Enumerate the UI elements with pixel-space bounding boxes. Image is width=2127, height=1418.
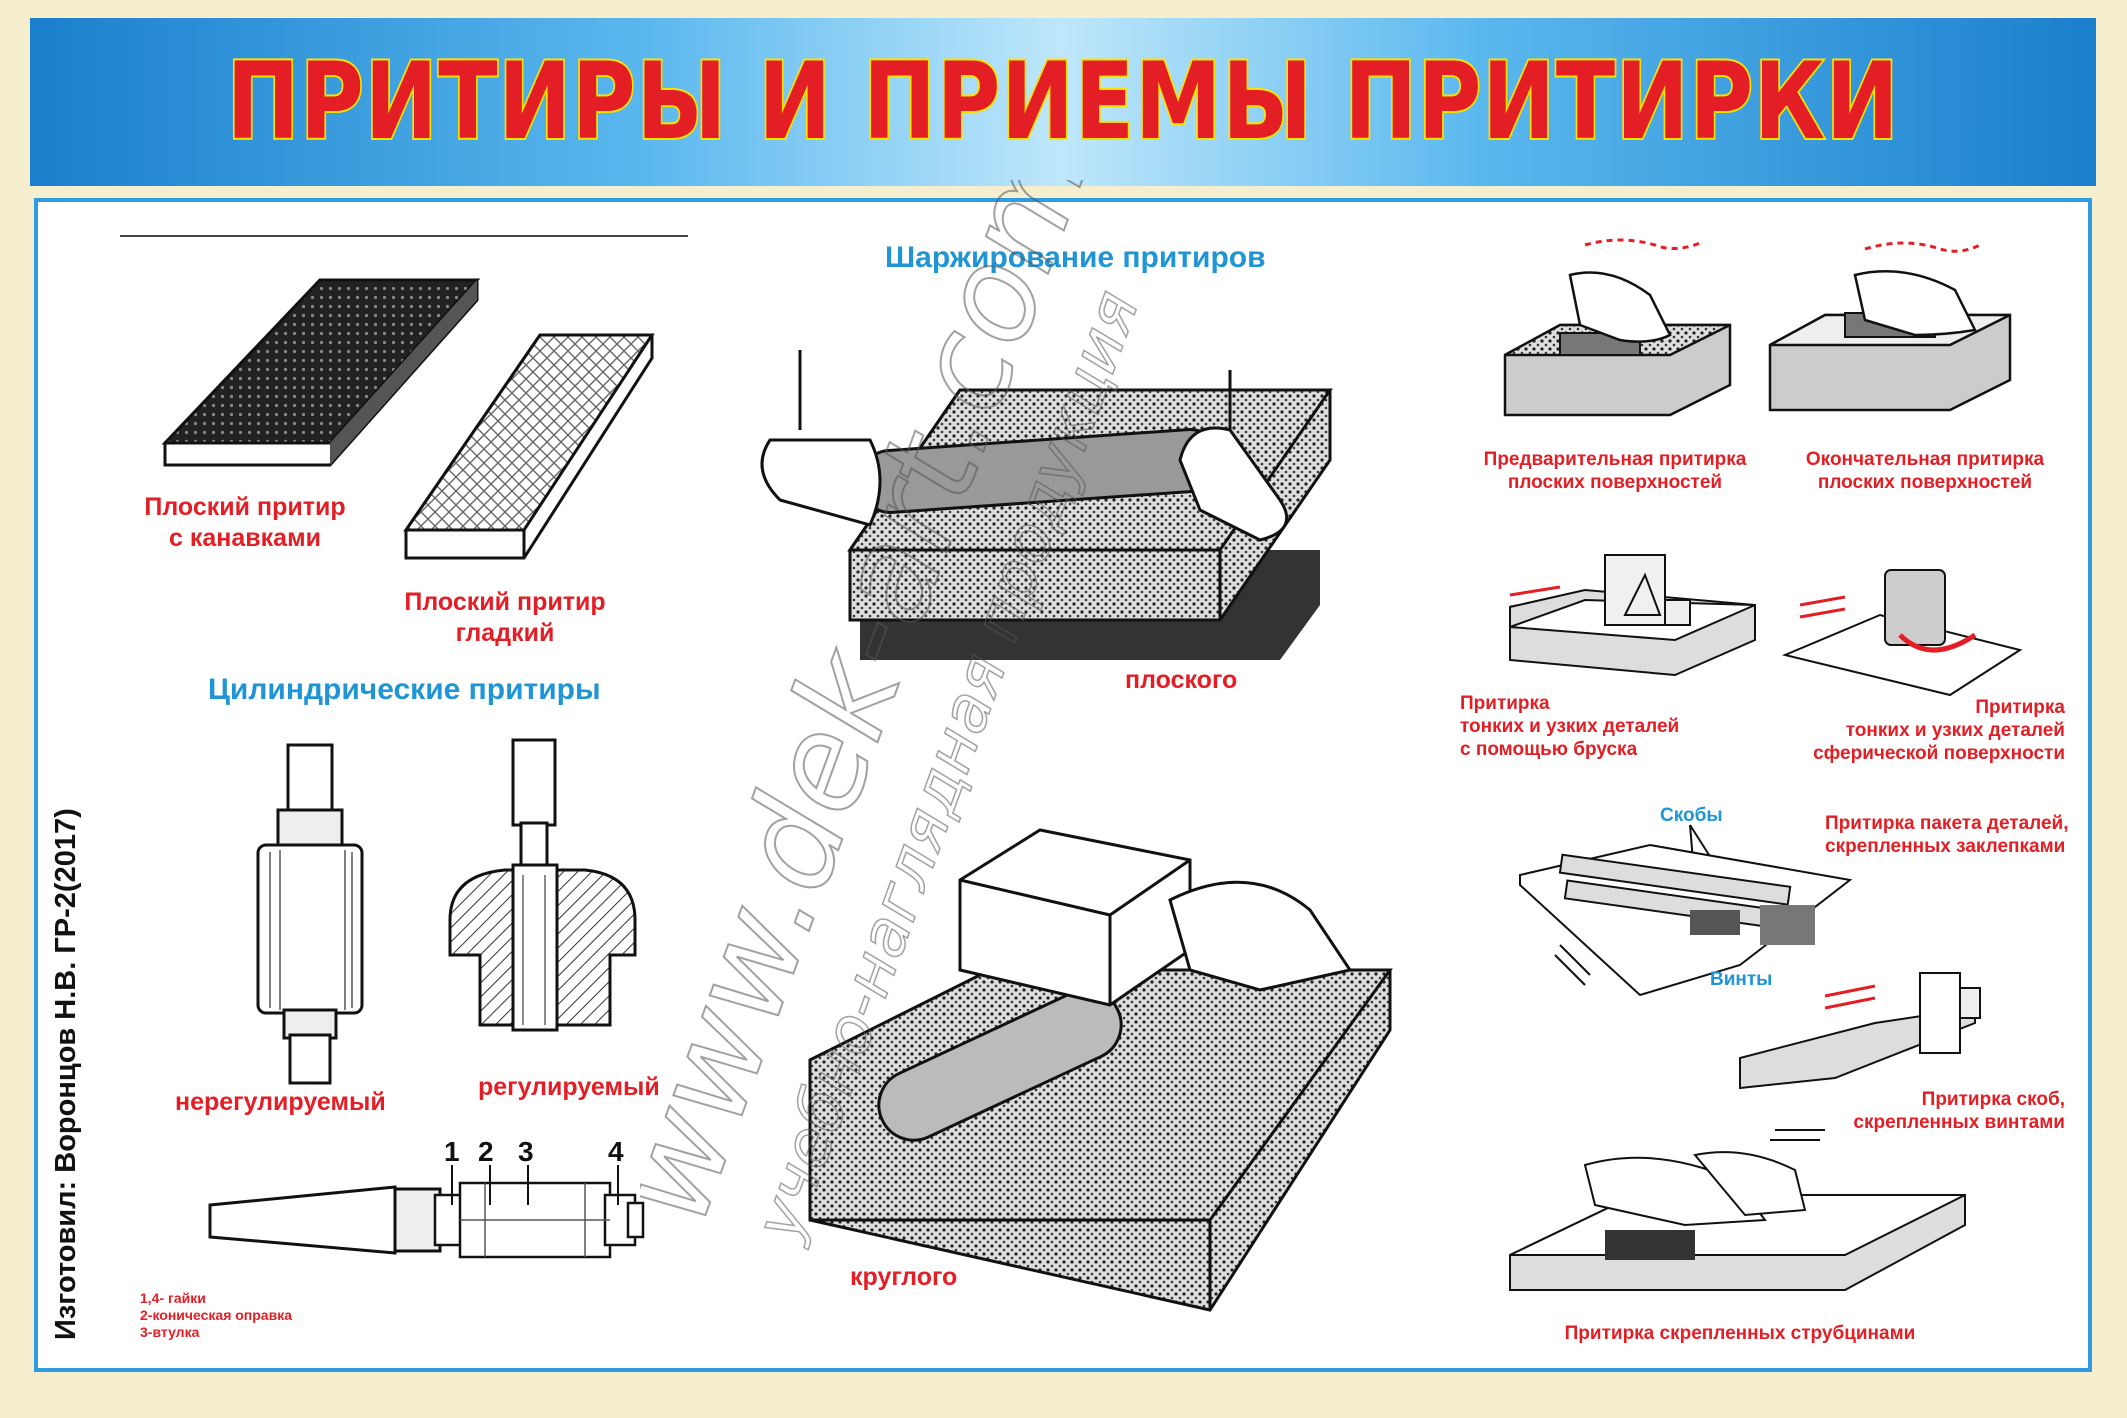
label-brackets: Скобы — [1660, 805, 1723, 826]
label-thin-sphere: Притирка тонких и узких деталей сферичес… — [1770, 696, 2065, 766]
legend-line: 3-втулка — [140, 1324, 200, 1341]
flat-lap-smooth-illustration — [403, 333, 655, 560]
divider-line — [120, 235, 688, 237]
label-line: Притирка — [1460, 693, 1550, 714]
part-number-1: 1 — [444, 1136, 460, 1167]
label-line: скрепленных заклепками — [1825, 836, 2066, 858]
adjustable-cylindrical-lap-illustration — [448, 738, 637, 1032]
label-pre-lapping: Предварительная притирка плоских поверхн… — [1465, 448, 1765, 494]
parts-legend: 1,4- гайки 2-коническая оправка 3-втулка — [140, 1290, 292, 1341]
flat-lap-grooved-illustration — [161, 278, 481, 467]
thin-parts-bar-illustration — [1509, 554, 1756, 677]
label-line: Плоский притир — [144, 493, 346, 521]
label-line: Предварительная притирка — [1483, 449, 1747, 470]
part-number-2: 2 — [478, 1136, 494, 1167]
heading-cylindrical: Цилиндрические притиры — [208, 673, 601, 706]
label-flat-grooved: Плоский притир с канавками — [120, 492, 370, 553]
part-number-4: 4 — [608, 1136, 624, 1167]
flat-lap-charging-illustration — [760, 350, 1333, 660]
screwed-brackets-illustration — [1739, 972, 1981, 1090]
label-line: Притирка — [1975, 697, 2065, 718]
label-adjustable: регулируемый — [478, 1073, 660, 1101]
label-flat-smooth: Плоский притир гладкий — [380, 587, 630, 648]
label-clamps: Притирка скрепленных струбцинами — [1564, 1323, 1916, 1344]
clamped-parts-illustration — [1509, 1129, 1966, 1291]
label-line: скрепленных винтами — [1853, 1112, 2065, 1134]
fixed-cylindrical-lap-illustration — [256, 743, 364, 1085]
pre-lapping-illustration — [1503, 238, 1732, 417]
label-line: Притирка скоб, — [1921, 1089, 2065, 1110]
watermark: www.dek-art.com.ua учебно-наглядная прод… — [640, 180, 1190, 1252]
label-line: тонких и узких деталей — [1845, 720, 2065, 742]
label-line: плоских поверхностей — [1507, 472, 1723, 494]
header-banner: ПРИТИРЫ И ПРИЕМЫ ПРИТИРКИ — [30, 18, 2096, 186]
final-lapping-illustration — [1768, 241, 2012, 412]
label-line: Плоский притир — [404, 588, 606, 616]
label-final-lapping: Окончательная притирка плоских поверхнос… — [1775, 448, 2075, 494]
label-flat-charging: плоского — [1125, 666, 1238, 694]
label-line: сферической поверхности — [1813, 743, 2065, 765]
adjustable-lap-assembly-drawing — [208, 1181, 645, 1259]
label-screwed: Притирка скоб, скрепленных винтами — [1815, 1088, 2065, 1134]
thin-parts-sphere-illustration — [1781, 569, 2023, 697]
label-line: с помощью бруска — [1460, 739, 1638, 761]
heading-charging: Шаржирование притиров — [885, 241, 1266, 274]
author-credit: Изготовил: Воронцов Н.В. ГР-2(2017) — [50, 808, 82, 1340]
label-line: Притирка пакета деталей, — [1825, 813, 2069, 834]
label-thin-bar: Притирка тонких и узких деталей с помощь… — [1460, 692, 1679, 762]
label-line: тонких и узких деталей — [1460, 716, 1680, 738]
legend-line: 2-коническая оправка — [140, 1307, 292, 1324]
label-line: гладкий — [455, 618, 555, 647]
label-screws: Винты — [1710, 969, 1773, 990]
label-fixed: нерегулируемый — [175, 1088, 386, 1116]
label-line: плоских поверхностей — [1817, 472, 2033, 494]
part-number-3: 3 — [518, 1136, 534, 1167]
page-title: ПРИТИРЫ И ПРИЕМЫ ПРИТИРКИ — [225, 40, 1900, 163]
part-callout-lines — [451, 1165, 619, 1205]
label-line: с канавками — [169, 523, 321, 552]
legend-line: 1,4- гайки — [140, 1290, 206, 1306]
label-round-charging: круглого — [850, 1263, 958, 1291]
riveted-package-illustration — [1519, 824, 1853, 997]
label-riveted: Притирка пакета деталей, скрепленных зак… — [1825, 812, 2069, 858]
round-lap-charging-illustration — [808, 828, 1393, 1312]
label-line: Окончательная притирка — [1805, 449, 2045, 470]
